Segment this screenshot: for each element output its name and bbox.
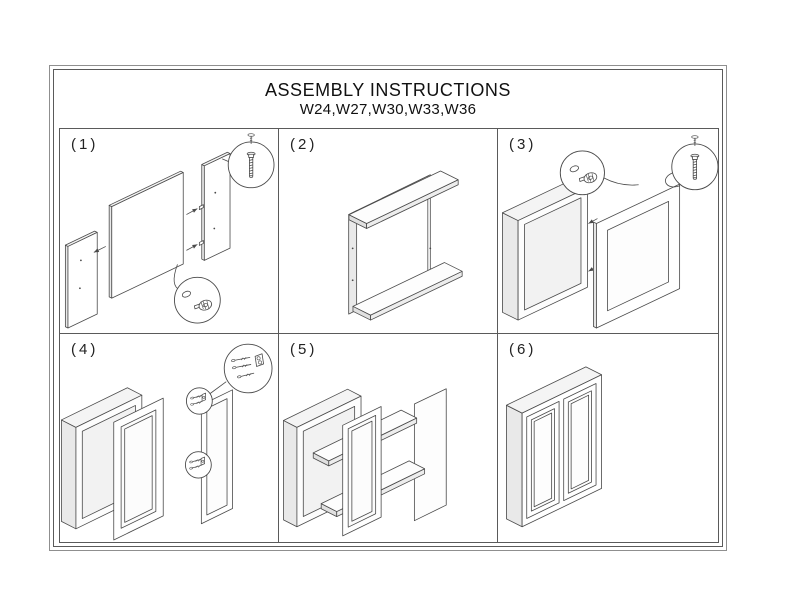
step-label-5: (5) bbox=[290, 341, 318, 358]
step-5-drawing-shelves bbox=[283, 388, 447, 537]
step-3-drawing-face-frame bbox=[502, 135, 718, 329]
step-1-drawing-exploded-panels bbox=[64, 133, 275, 329]
page-border-outer: ASSEMBLY INSTRUCTIONS W24,W27,W30,W33,W3… bbox=[49, 65, 727, 551]
step-panel-6: (6) bbox=[498, 334, 718, 542]
step-6-drawing-finished-cabinet bbox=[506, 366, 602, 528]
step-label-1: (1) bbox=[71, 136, 99, 153]
step-panel-4: (4) bbox=[60, 334, 279, 542]
steps-grid: (1) (2) (3) (4) (5) bbox=[59, 128, 719, 543]
step-label-6: (6) bbox=[509, 341, 537, 358]
step-label-2: (2) bbox=[290, 136, 318, 153]
page-border-inner: ASSEMBLY INSTRUCTIONS W24,W27,W30,W33,W3… bbox=[53, 69, 723, 547]
page-title: ASSEMBLY INSTRUCTIONS bbox=[265, 80, 511, 100]
step-2-drawing-top-bottom-boards bbox=[348, 170, 463, 321]
model-list: W24,W27,W30,W33,W36 bbox=[299, 100, 477, 118]
header: ASSEMBLY INSTRUCTIONS W24,W27,W30,W33,W3… bbox=[54, 80, 722, 119]
step-panel-2: (2) bbox=[279, 129, 498, 334]
step-panel-1: (1) bbox=[60, 129, 279, 334]
step-label-3: (3) bbox=[509, 136, 537, 153]
step-label-4: (4) bbox=[71, 341, 99, 358]
step-panel-5: (5) bbox=[279, 334, 498, 542]
step-4-drawing-door-hinges bbox=[60, 343, 273, 541]
step-panel-3: (3) bbox=[498, 129, 718, 334]
